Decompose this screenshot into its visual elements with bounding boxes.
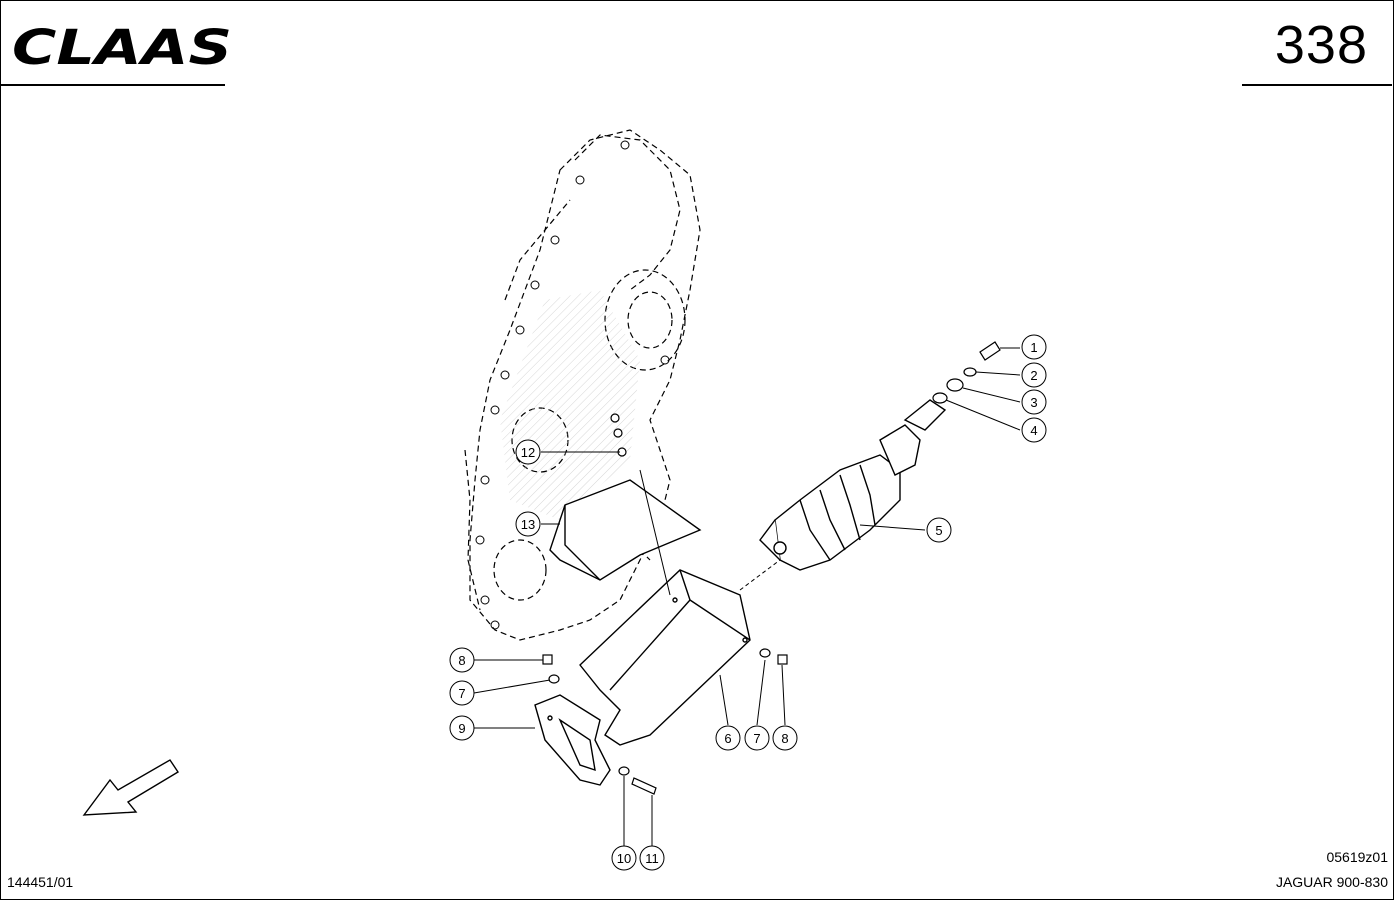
svg-text:9: 9 — [458, 721, 465, 736]
part-5-drive-shaft — [759, 399, 947, 571]
callout-8-left: 8 — [449, 647, 475, 673]
svg-text:6: 6 — [724, 731, 731, 746]
svg-text:8: 8 — [781, 731, 788, 746]
callout-markers: 1 2 3 4 5 6 7 8 7 8 9 10 11 12 13 — [449, 334, 1047, 871]
part-3-collar — [946, 378, 964, 392]
callout-3: 3 — [1021, 389, 1047, 415]
callout-8-right: 8 — [772, 725, 798, 751]
svg-text:2: 2 — [1030, 368, 1037, 383]
callout-7-left: 7 — [449, 680, 475, 706]
svg-text:13: 13 — [521, 517, 535, 532]
callout-leaders — [473, 347, 1021, 846]
svg-text:7: 7 — [458, 686, 465, 701]
callout-11: 11 — [639, 845, 665, 871]
svg-text:11: 11 — [645, 851, 659, 866]
callout-7-right: 7 — [744, 725, 770, 751]
svg-text:5: 5 — [935, 523, 942, 538]
small-hardware-top — [932, 341, 1001, 404]
small-hardware-fasteners — [542, 413, 788, 795]
svg-text:4: 4 — [1030, 423, 1037, 438]
callout-10: 10 — [611, 845, 637, 871]
svg-text:12: 12 — [521, 445, 535, 460]
callout-13: 13 — [515, 511, 541, 537]
callout-4: 4 — [1021, 417, 1047, 443]
callout-5: 5 — [926, 517, 952, 543]
part-4-ring — [932, 392, 948, 404]
svg-text:8: 8 — [458, 653, 465, 668]
part-2-washer — [963, 367, 977, 377]
figure-code: 05619z01 — [1326, 849, 1388, 865]
callout-1: 1 — [1021, 334, 1047, 360]
shaft-center-line — [739, 559, 781, 591]
brand-name: CLAAS — [12, 22, 232, 70]
header-rule-right — [1242, 84, 1392, 86]
part-6-guard-cover — [579, 569, 751, 746]
callout-6: 6 — [715, 725, 741, 751]
housing-hatching — [500, 290, 640, 520]
model-name: JAGUAR 900-830 — [1275, 874, 1388, 890]
housing-bolts — [475, 140, 670, 630]
part-1-bolt — [979, 341, 1001, 361]
part-13-bracket-plate — [549, 479, 702, 581]
header-rule-left — [1, 84, 225, 86]
direction-arrow-icon — [82, 759, 179, 816]
page-number: 338 — [1274, 15, 1368, 75]
svg-text:3: 3 — [1030, 395, 1037, 410]
document-number: 144451/01 — [7, 874, 74, 890]
callout-12: 12 — [515, 439, 541, 465]
claas-logo: CLAAS — [12, 22, 234, 70]
mount-line — [639, 469, 671, 596]
svg-text:10: 10 — [617, 851, 631, 866]
callout-9: 9 — [449, 715, 475, 741]
claas-logo-graphic: CLAAS — [12, 22, 232, 70]
svg-text:1: 1 — [1030, 340, 1037, 355]
callout-2: 2 — [1021, 362, 1047, 388]
svg-text:7: 7 — [753, 731, 760, 746]
part-9-lower-bracket — [534, 694, 611, 786]
